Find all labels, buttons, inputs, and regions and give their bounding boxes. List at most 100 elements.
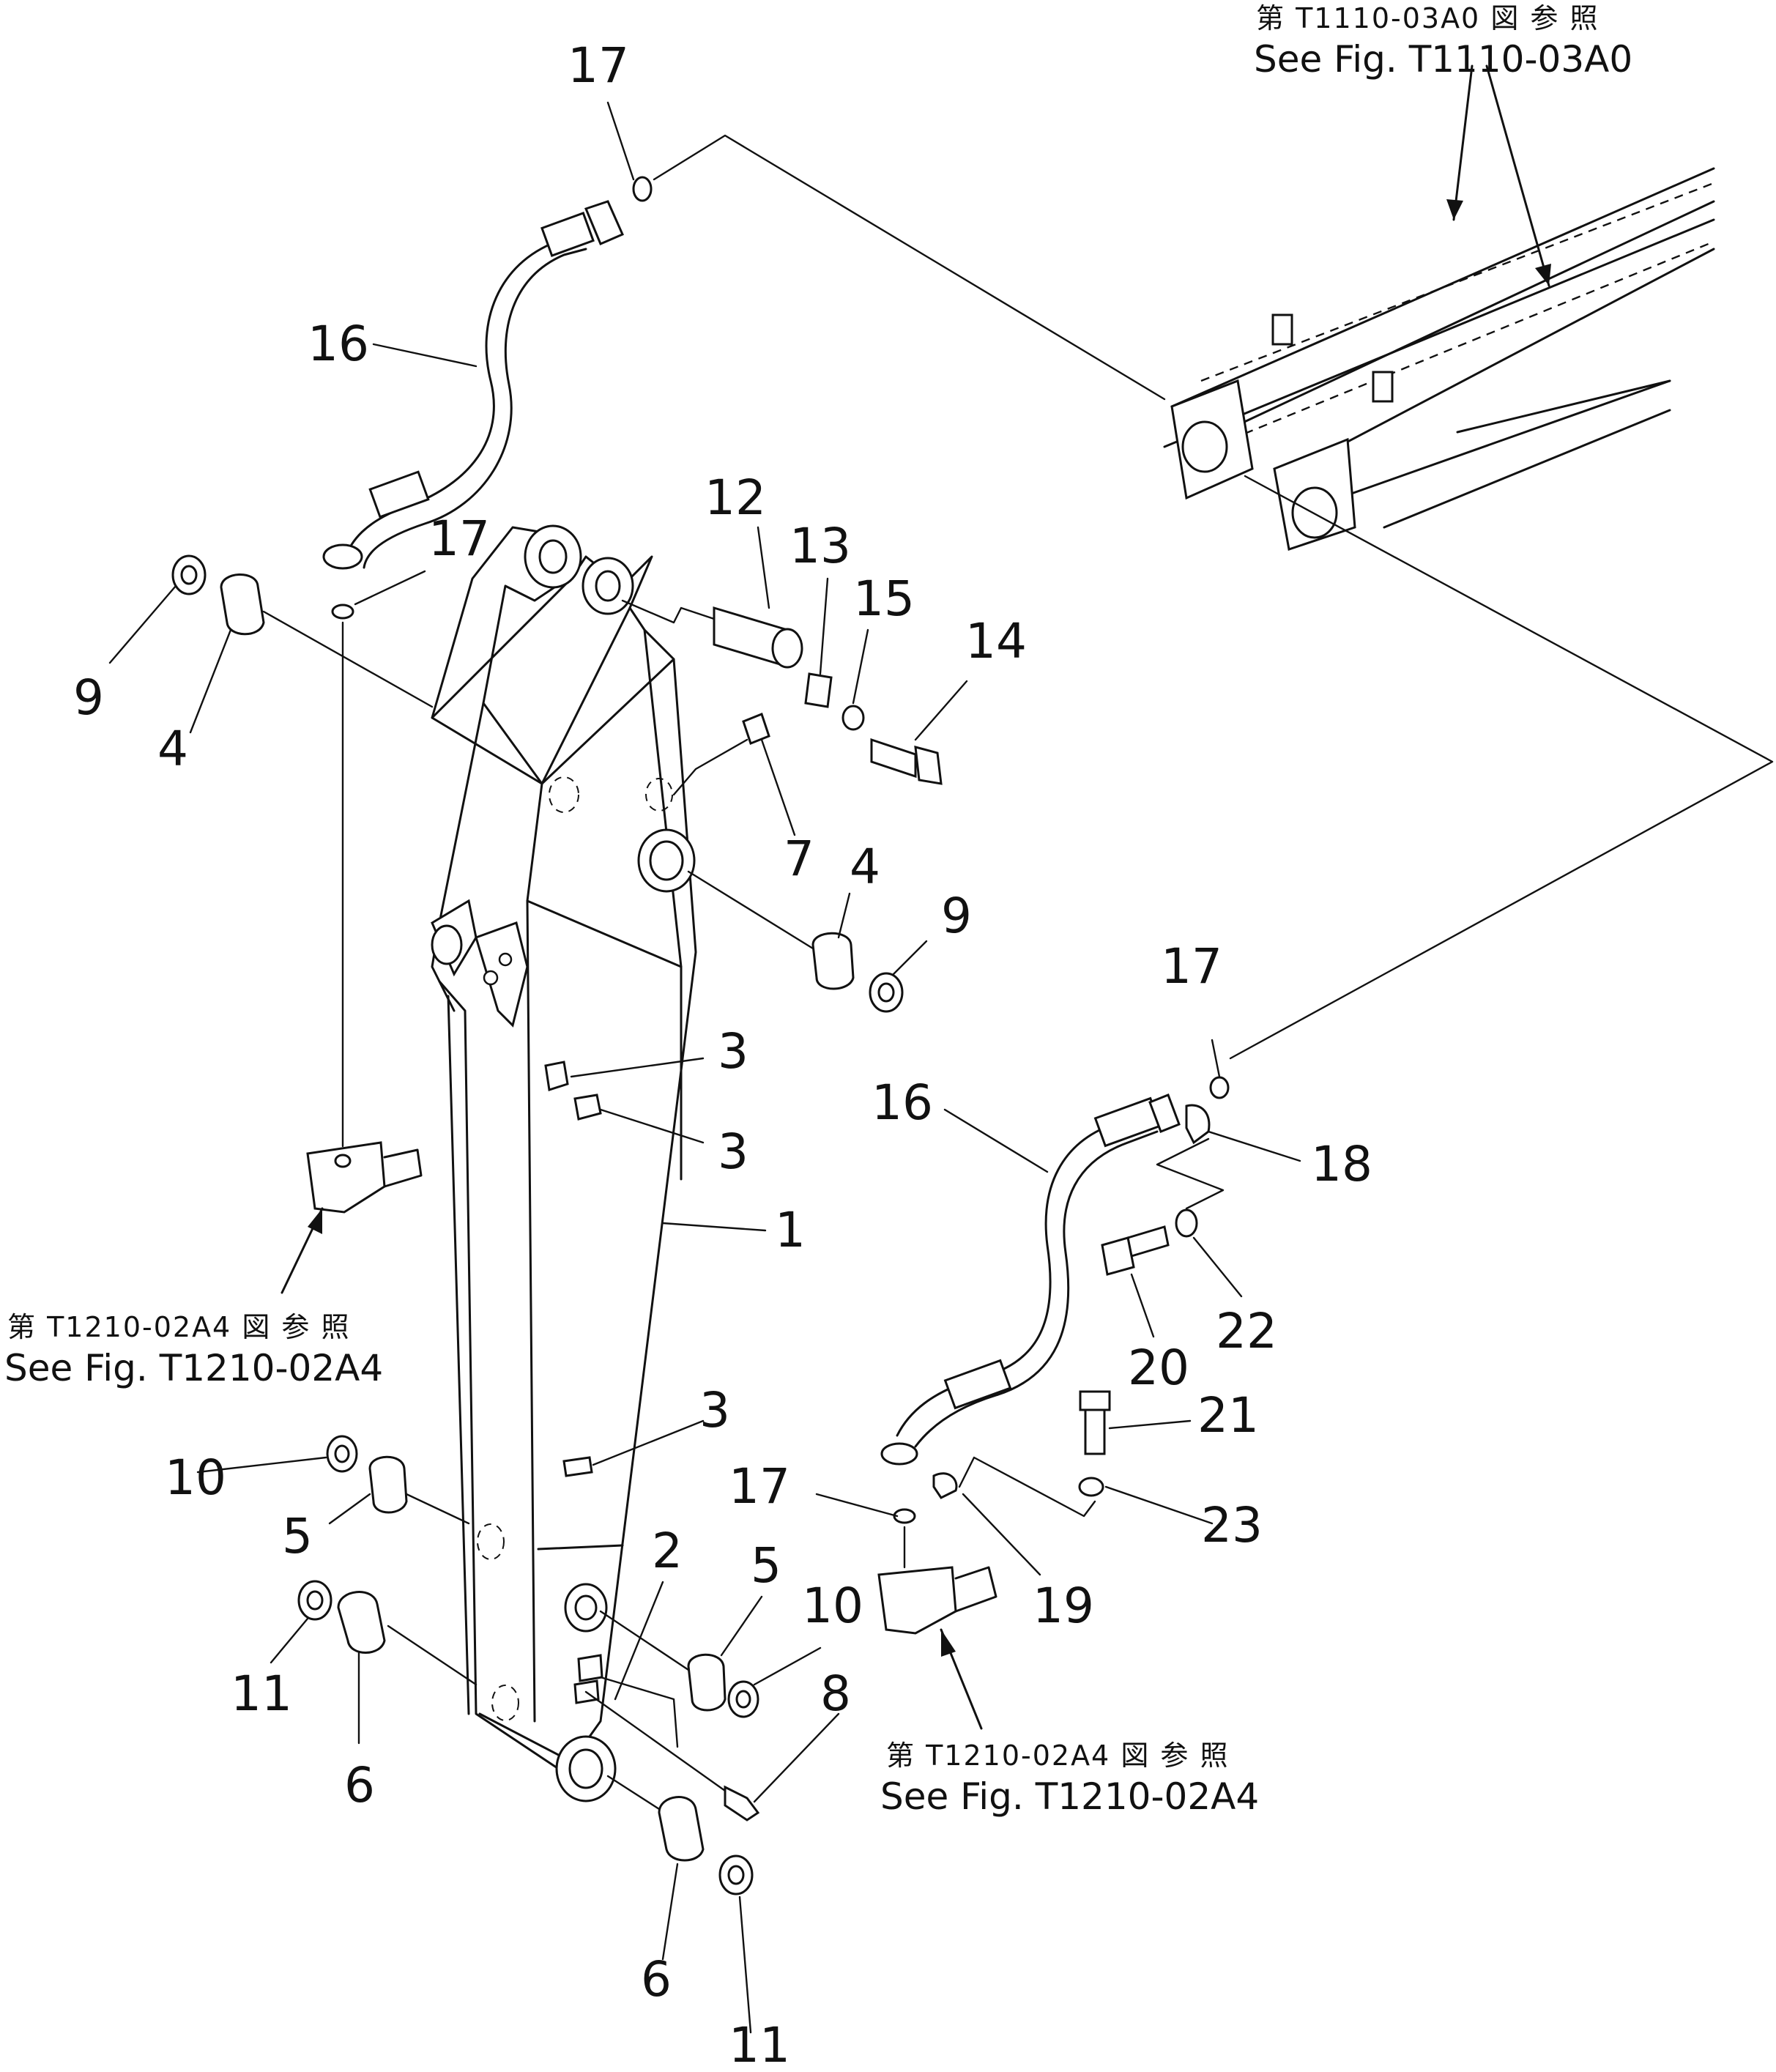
leader-line	[653, 134, 1166, 401]
callout-4: 4	[157, 721, 188, 777]
reference-en: See Fig. T1210-02A4	[880, 1775, 1259, 1818]
callout-23: 23	[1201, 1497, 1263, 1553]
boom-cylinder-assembly	[1163, 167, 1715, 551]
hydraulic-hose-upper	[322, 200, 624, 570]
hose-fitting	[368, 470, 430, 519]
callout-11: 11	[729, 2017, 790, 2072]
bolt-21	[1079, 1390, 1111, 1455]
callout-4: 4	[850, 839, 880, 895]
bracket-plate	[475, 921, 529, 1028]
callout-21: 21	[1197, 1387, 1259, 1444]
bushing-5-right	[687, 1653, 727, 1712]
callout-9: 9	[73, 669, 104, 726]
valve-reference-right	[877, 1566, 997, 1730]
leader-line	[584, 1690, 727, 1792]
bushing-4-right	[811, 932, 855, 990]
leader-line	[387, 1624, 478, 1686]
reference-en: See Fig. T1110-03A0	[1254, 38, 1632, 81]
callout-17: 17	[729, 1458, 790, 1515]
pipe-clamp-3	[562, 1456, 593, 1477]
flange	[880, 1442, 918, 1466]
o-ring	[331, 604, 354, 620]
callout-18: 18	[1311, 1136, 1372, 1192]
reference-jp: 第 T1210-02A4 図 参 照	[7, 1311, 350, 1343]
hydraulic-hose-lower	[880, 1093, 1181, 1466]
callout-16: 16	[872, 1074, 933, 1131]
callout-17: 17	[568, 37, 629, 94]
grease-fitting-8	[724, 1785, 760, 1822]
callout-3: 3	[699, 1382, 730, 1438]
reference-jp: 第 T1210-02A4 図 参 照	[886, 1739, 1229, 1772]
reference-en: See Fig. T1210-02A4	[4, 1347, 383, 1389]
grease-nipple-block	[1271, 313, 1293, 346]
callout-6: 6	[641, 1951, 672, 2008]
callout-3: 3	[718, 1124, 748, 1180]
bolt-14	[870, 738, 943, 785]
grease-fitting-7	[672, 713, 770, 796]
hose-fitting	[540, 212, 595, 257]
boom-body	[431, 524, 697, 1802]
o-ring	[632, 176, 653, 202]
callout-17: 17	[428, 510, 490, 567]
washer-22	[1175, 1208, 1198, 1238]
leader-line	[687, 870, 814, 950]
callout-17: 17	[1161, 938, 1222, 995]
callout-13: 13	[789, 518, 851, 574]
reference-note-top-right: 第 T1110-03A0 図 参 照 See Fig. T1110-03A0	[1254, 2, 1632, 81]
reference-note-left: 第 T1210-02A4 図 参 照 See Fig. T1210-02A4	[4, 1311, 383, 1389]
reference-jp: 第 T1110-03A0 図 参 照	[1256, 2, 1599, 34]
ref-arrow	[1452, 64, 1474, 221]
grease-nipple-block	[1372, 371, 1394, 403]
cylinder-rod-eye-right	[1273, 437, 1356, 551]
leader-line	[405, 1493, 470, 1525]
callout-14: 14	[965, 613, 1027, 669]
callout-20: 20	[1128, 1340, 1189, 1396]
hose-fitting	[943, 1359, 1012, 1410]
callout-12: 12	[705, 469, 766, 526]
callout-10: 10	[165, 1449, 226, 1506]
flange	[1148, 1093, 1181, 1133]
washer-15	[841, 705, 865, 731]
washer-23	[1078, 1477, 1104, 1497]
callout-1: 1	[775, 1202, 806, 1258]
flange	[322, 543, 363, 570]
split-flange-18	[1185, 1104, 1211, 1145]
callout-9: 9	[941, 888, 972, 944]
flange	[584, 200, 624, 245]
callout-numbers: 17 16 17 9 4 12 13 15 14 7 4 9 3 3 1 17 …	[73, 37, 1372, 2072]
callout-10: 10	[802, 1578, 863, 1634]
callout-5: 5	[282, 1508, 313, 1564]
reference-note-bottom-right: 第 T1210-02A4 図 参 照 See Fig. T1210-02A4	[880, 1739, 1259, 1818]
leader-line	[599, 1610, 690, 1671]
valve-reference-left	[280, 1141, 423, 1294]
callout-3: 3	[718, 1023, 748, 1080]
leader-line	[1229, 475, 1774, 1060]
pipe-clamp-3	[573, 1093, 602, 1121]
callout-22: 22	[1216, 1303, 1277, 1359]
callout-2: 2	[652, 1523, 683, 1579]
pin-6-right	[658, 1796, 705, 1862]
bracket-hole	[431, 924, 463, 965]
callout-16: 16	[308, 316, 369, 372]
callout-11: 11	[231, 1666, 292, 1722]
callout-7: 7	[784, 831, 814, 887]
bolt-20	[1101, 1225, 1170, 1276]
leader-line	[606, 1775, 661, 1811]
grease-fitting-2	[577, 1654, 603, 1682]
callout-5: 5	[751, 1537, 781, 1594]
callout-19: 19	[1033, 1578, 1094, 1634]
pipe-clamp-3	[544, 1061, 569, 1091]
pin-6-left	[337, 1591, 386, 1654]
leader-line	[262, 610, 434, 708]
bushing-4-upper-left	[220, 573, 265, 636]
callout-15: 15	[853, 571, 915, 627]
bushing-5-left	[368, 1455, 408, 1514]
o-ring	[1209, 1076, 1230, 1099]
callout-leaders	[108, 101, 1301, 2034]
split-flange-19	[932, 1472, 958, 1499]
pin-12	[621, 599, 803, 669]
cylinder-rod-eye-left	[1170, 379, 1254, 500]
callout-8: 8	[820, 1666, 851, 1722]
ref-arrow	[1485, 64, 1550, 287]
